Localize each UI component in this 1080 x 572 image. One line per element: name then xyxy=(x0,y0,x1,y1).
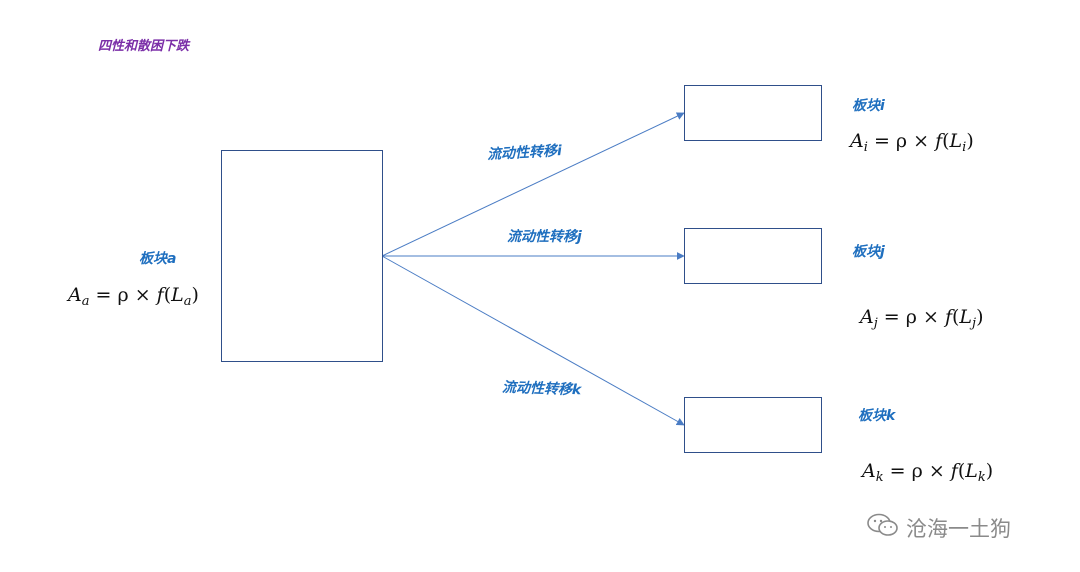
formula-symbol: A xyxy=(68,284,82,306)
block-k xyxy=(684,397,822,453)
block-a-label: 板块a xyxy=(139,251,177,267)
formula-function: f xyxy=(944,306,952,328)
wechat-icon xyxy=(866,512,900,543)
formula-subscript: k xyxy=(875,470,884,485)
formula-subscript: a xyxy=(81,294,90,309)
block-i-formula: Ai = ρ × f(Li) xyxy=(850,130,974,155)
watermark: 沧海一土狗 xyxy=(866,512,1011,543)
formula-operator: = ρ × xyxy=(877,306,945,328)
block-j xyxy=(684,228,822,284)
formula-subscript: i xyxy=(863,140,868,155)
formula-argument-subscript: i xyxy=(962,140,967,155)
formula-argument-subscript: j xyxy=(972,316,977,331)
formula-function: f xyxy=(935,130,943,152)
arrow-j-label: 流动性转移j xyxy=(507,229,582,245)
formula-argument: L xyxy=(949,130,963,152)
block-a-formula: Aa = ρ × f(La) xyxy=(68,284,199,309)
block-a xyxy=(221,150,383,362)
formula-symbol: A xyxy=(862,460,876,482)
block-i-label: 板块i xyxy=(852,98,885,114)
formula-operator: = ρ × xyxy=(867,130,936,152)
arrow-k-label: 流动性转移k xyxy=(501,379,582,399)
formula-argument-subscript: a xyxy=(183,294,192,309)
arrow-to-block-i xyxy=(381,112,685,257)
formula-symbol: A xyxy=(860,306,874,328)
block-i xyxy=(684,85,822,141)
diagram-title: 四性和散困下跌 xyxy=(98,39,190,54)
formula-operator: = ρ × xyxy=(89,284,157,306)
arrow-to-block-k xyxy=(381,255,685,426)
block-k-label: 板块k xyxy=(858,408,896,424)
formula-argument-subscript: k xyxy=(977,470,986,485)
watermark-text: 沧海一土狗 xyxy=(906,516,1011,541)
block-k-formula: Ak = ρ × f(Lk) xyxy=(862,460,994,485)
formula-function: f xyxy=(156,284,164,306)
block-j-label: 板块j xyxy=(852,244,885,260)
formula-symbol: A xyxy=(850,130,864,152)
formula-operator: = ρ × xyxy=(883,460,951,482)
block-j-formula: Aj = ρ × f(Lj) xyxy=(860,306,984,331)
formula-function: f xyxy=(950,460,958,482)
formula-argument: L xyxy=(171,284,184,306)
formula-subscript: j xyxy=(873,316,878,331)
formula-argument: L xyxy=(965,460,978,482)
formula-argument: L xyxy=(959,306,973,328)
arrow-i-label: 流动性转移i xyxy=(486,143,563,163)
